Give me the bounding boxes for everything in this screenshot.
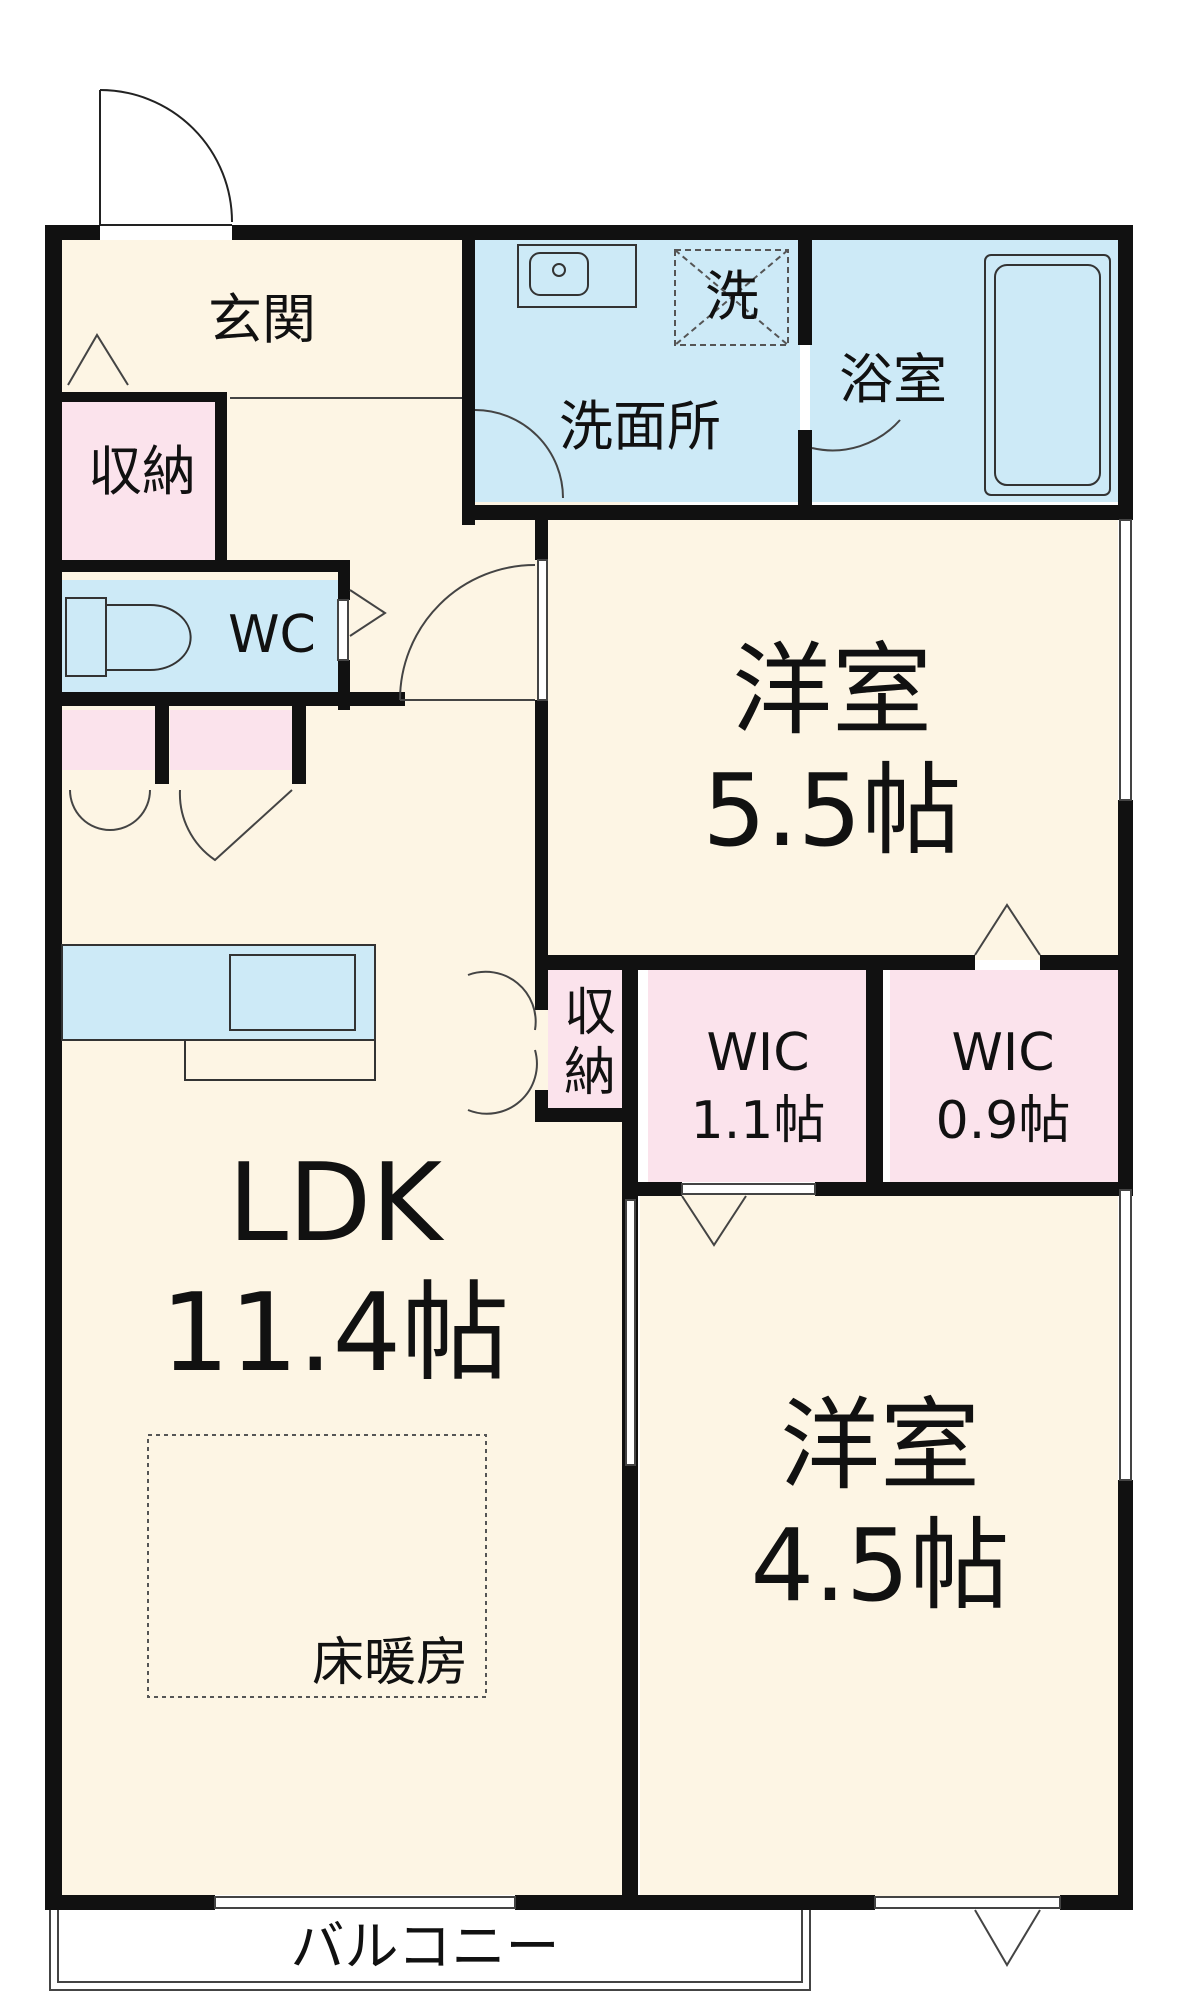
closet-a-floor bbox=[62, 710, 157, 770]
labels: 玄関 収納 WC 洗面所 洗 浴室 洋室 5.5帖 収 納 WIC 1.1帖 W… bbox=[88, 265, 1070, 1978]
toilet-floor bbox=[62, 580, 342, 692]
floor-heating-area bbox=[147, 1434, 487, 1698]
bathtub-icon bbox=[984, 254, 1111, 496]
western-room-2-floor bbox=[640, 1195, 1118, 1900]
washroom-label: 洗面所 bbox=[559, 395, 721, 458]
ldk-size: 11.4帖 bbox=[161, 1271, 509, 1396]
kitchen-counter-icon bbox=[61, 944, 376, 1081]
wic-1-size: 1.1帖 bbox=[691, 1091, 826, 1151]
washing-machine-space-icon bbox=[674, 249, 789, 346]
washer-label: 洗 bbox=[705, 265, 759, 328]
western-room-1-size: 5.5帖 bbox=[702, 752, 961, 869]
balcony-label: バルコニー bbox=[291, 1915, 560, 1978]
front-door bbox=[99, 89, 233, 226]
wic-2-floor bbox=[890, 970, 1118, 1182]
western-room-1-label: 洋室 bbox=[732, 632, 932, 749]
western-room-1-floor bbox=[548, 520, 1118, 960]
windows bbox=[214, 519, 1132, 1909]
walls bbox=[45, 225, 1133, 1910]
toilet-label: WC bbox=[228, 605, 316, 665]
toilet-icon bbox=[65, 597, 192, 677]
entrance-label: 玄関 bbox=[208, 288, 316, 351]
western-room-2-size: 4.5帖 bbox=[750, 1507, 1009, 1624]
floor-heating-label: 床暖房 bbox=[312, 1633, 468, 1693]
interior-lines bbox=[67, 333, 1041, 1967]
ldk-label: LDK bbox=[228, 1141, 445, 1266]
bathroom-floor bbox=[810, 240, 1118, 502]
washbasin-icon bbox=[517, 244, 637, 308]
storage-small-label-2: 納 bbox=[564, 1043, 616, 1103]
storage-entrance-floor bbox=[62, 400, 220, 560]
closet-b-floor bbox=[170, 710, 295, 770]
western-room-2-label: 洋室 bbox=[780, 1387, 980, 1504]
storage-small-label-1: 収 bbox=[564, 983, 616, 1043]
wic-2-label: WIC bbox=[951, 1023, 1054, 1083]
wic-1-label: WIC bbox=[706, 1023, 809, 1083]
storage-small-floor bbox=[548, 970, 628, 1110]
wic-2-size: 0.9帖 bbox=[936, 1091, 1071, 1151]
balcony-outline bbox=[49, 1910, 811, 1991]
storage-entrance-label: 収納 bbox=[88, 440, 196, 503]
bathroom-label: 浴室 bbox=[839, 348, 947, 411]
wic-1-floor bbox=[648, 970, 866, 1182]
